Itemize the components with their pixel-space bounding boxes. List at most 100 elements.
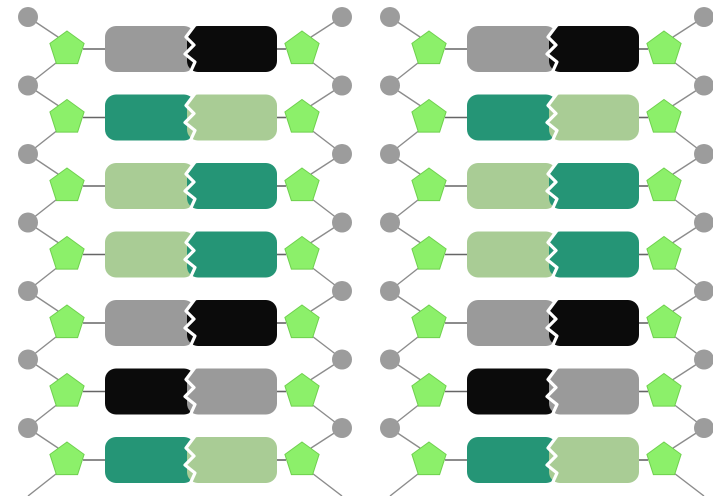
sugar-pentagon-right <box>646 98 682 133</box>
base-left-light_green <box>467 231 557 278</box>
base-pair-junction <box>545 24 559 74</box>
base-pair-junction <box>183 366 197 417</box>
base-left-teal <box>105 437 195 483</box>
sugar-pentagon-left <box>411 167 447 202</box>
phosphate-circle-right <box>694 7 713 27</box>
nucleotide-nodes-layer <box>18 7 713 476</box>
phosphate-circle-right <box>332 212 352 233</box>
phosphate-circle-left <box>18 418 38 438</box>
sugar-pentagon-right <box>646 372 682 407</box>
phosphate-circle-right <box>694 418 713 438</box>
sugar-pentagon-left <box>49 304 85 339</box>
sugar-pentagon-right <box>646 167 682 202</box>
phosphate-circle-right <box>332 75 352 96</box>
sugar-pentagon-left <box>411 441 447 476</box>
base-right-light_green <box>549 437 639 483</box>
backbone-link <box>389 469 424 496</box>
base-pair-junction <box>183 24 197 74</box>
phosphate-circle-right <box>694 281 713 301</box>
phosphate-circle-right <box>694 75 713 96</box>
backbone-link <box>307 469 343 496</box>
phosphate-circle-left <box>380 144 400 164</box>
base-left-teal <box>467 437 557 483</box>
sugar-pentagon-left <box>49 98 85 133</box>
phosphate-circle-left <box>18 7 38 27</box>
sugar-pentagon-left <box>411 235 447 270</box>
base-right-teal <box>549 231 639 278</box>
base-pair-junction <box>183 298 197 348</box>
phosphate-circle-right <box>332 144 352 164</box>
base-left-gray <box>105 300 195 346</box>
sugar-pentagon-right <box>284 304 320 339</box>
sugar-pentagon-right <box>646 235 682 270</box>
base-pair-junction <box>545 229 559 280</box>
phosphate-circle-left <box>380 7 400 27</box>
phosphate-circle-left <box>380 281 400 301</box>
phosphate-circle-right <box>694 349 713 370</box>
base-left-black <box>467 368 557 415</box>
sugar-pentagon-right <box>646 304 682 339</box>
base-pair-junction <box>545 92 559 143</box>
base-pair-junction <box>545 435 559 485</box>
phosphate-circle-right <box>694 144 713 164</box>
base-left-teal <box>105 94 195 141</box>
sugar-pentagon-left <box>411 30 447 65</box>
base-left-light_green <box>105 163 195 209</box>
sugar-pentagon-left <box>411 98 447 133</box>
base-right-light_green <box>549 94 639 141</box>
sugar-pentagon-right <box>646 30 682 65</box>
base-right-black <box>187 300 277 346</box>
phosphate-circle-right <box>332 7 352 27</box>
phosphate-circle-right <box>694 212 713 233</box>
base-right-teal <box>187 231 277 278</box>
sugar-pentagon-left <box>49 235 85 270</box>
sugar-pentagon-left <box>49 372 85 407</box>
base-left-gray <box>105 26 195 72</box>
sugar-pentagon-left <box>411 304 447 339</box>
base-left-teal <box>467 94 557 141</box>
base-pair-junction <box>545 366 559 417</box>
phosphate-circle-right <box>332 349 352 370</box>
base-pair-junction <box>183 161 197 211</box>
sugar-pentagon-right <box>284 441 320 476</box>
phosphate-circle-left <box>380 418 400 438</box>
sugar-pentagon-right <box>284 98 320 133</box>
phosphate-circle-left <box>18 75 38 96</box>
base-right-gray <box>549 368 639 415</box>
phosphate-circle-left <box>380 349 400 370</box>
phosphate-circle-left <box>380 212 400 233</box>
base-right-light_green <box>187 94 277 141</box>
base-pair-junction <box>183 92 197 143</box>
base-left-light_green <box>105 231 195 278</box>
phosphate-circle-left <box>18 281 38 301</box>
base-pair-junction <box>183 435 197 485</box>
base-left-light_green <box>467 163 557 209</box>
base-right-light_green <box>187 437 277 483</box>
sugar-pentagon-left <box>49 30 85 65</box>
sugar-pentagon-left <box>411 372 447 407</box>
phosphate-circle-left <box>18 349 38 370</box>
sugar-pentagon-left <box>49 167 85 202</box>
phosphate-circle-left <box>18 212 38 233</box>
base-left-black <box>105 368 195 415</box>
phosphate-circle-left <box>18 144 38 164</box>
sugar-pentagon-right <box>284 372 320 407</box>
phosphate-circle-left <box>380 75 400 96</box>
sugar-pentagon-right <box>284 235 320 270</box>
base-pairs-layer <box>105 24 639 485</box>
backbone-link <box>669 469 705 496</box>
base-pair-junction <box>545 161 559 211</box>
base-left-gray <box>467 300 557 346</box>
base-right-teal <box>549 163 639 209</box>
phosphate-circle-right <box>332 281 352 301</box>
sugar-pentagon-right <box>646 441 682 476</box>
phosphate-circle-right <box>332 418 352 438</box>
base-right-black <box>549 26 639 72</box>
sugar-pentagon-right <box>284 30 320 65</box>
sugar-pentagon-right <box>284 167 320 202</box>
base-left-gray <box>467 26 557 72</box>
base-pair-junction <box>183 229 197 280</box>
base-right-black <box>187 26 277 72</box>
base-right-gray <box>187 368 277 415</box>
